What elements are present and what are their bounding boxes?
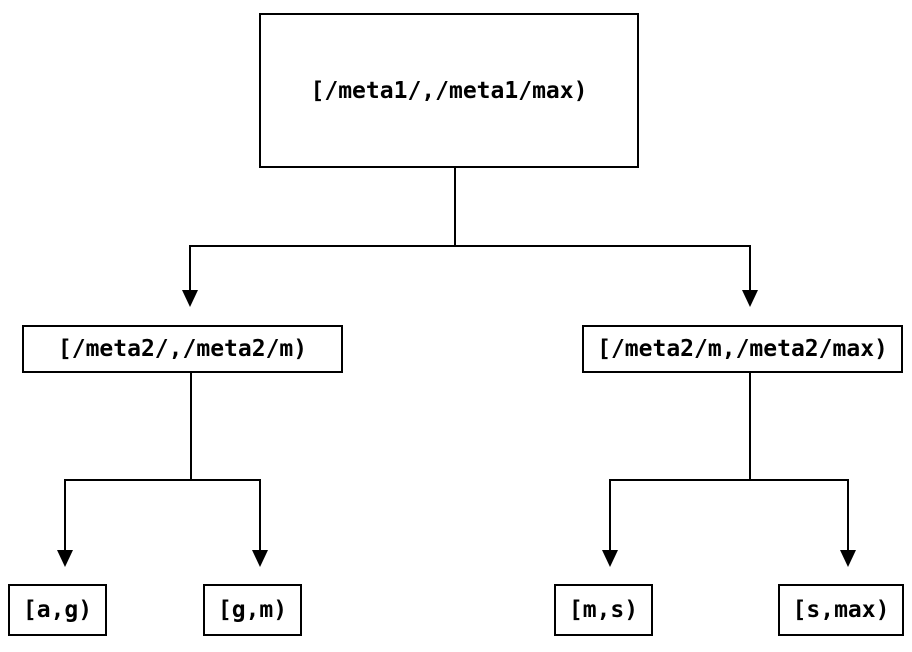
edge-left-bracket: [64, 479, 261, 550]
tree-node-meta2-left: [/meta2/,/meta2/m): [22, 325, 343, 373]
arrowhead-to-leaf-smax: [840, 550, 856, 567]
tree-node-leaf-ms-label: [m,s): [568, 597, 639, 623]
tree-node-leaf-ag-label: [a,g): [22, 597, 93, 623]
tree-node-meta2-left-label: [/meta2/,/meta2/m): [57, 336, 308, 362]
tree-node-root: [/meta1/,/meta1/max): [259, 13, 639, 168]
edge-right-bracket: [609, 479, 849, 550]
tree-node-leaf-gm-label: [g,m): [217, 597, 288, 623]
edge-root-bracket: [189, 245, 751, 290]
tree-node-leaf-smax-label: [s,max): [792, 597, 890, 623]
arrowhead-to-right-child: [742, 290, 758, 307]
tree-node-meta2-right: [/meta2/m,/meta2/max): [582, 325, 903, 373]
tree-node-leaf-gm: [g,m): [203, 584, 302, 636]
tree-node-meta2-right-label: [/meta2/m,/meta2/max): [597, 336, 888, 362]
tree-node-leaf-ms: [m,s): [554, 584, 653, 636]
arrowhead-to-leaf-ag: [57, 550, 73, 567]
tree-node-root-label: [/meta1/,/meta1/max): [310, 77, 588, 104]
arrowhead-to-left-child: [182, 290, 198, 307]
tree-node-leaf-ag: [a,g): [8, 584, 107, 636]
arrowhead-to-leaf-ms: [602, 550, 618, 567]
tree-node-leaf-smax: [s,max): [778, 584, 904, 636]
arrowhead-to-leaf-gm: [252, 550, 268, 567]
